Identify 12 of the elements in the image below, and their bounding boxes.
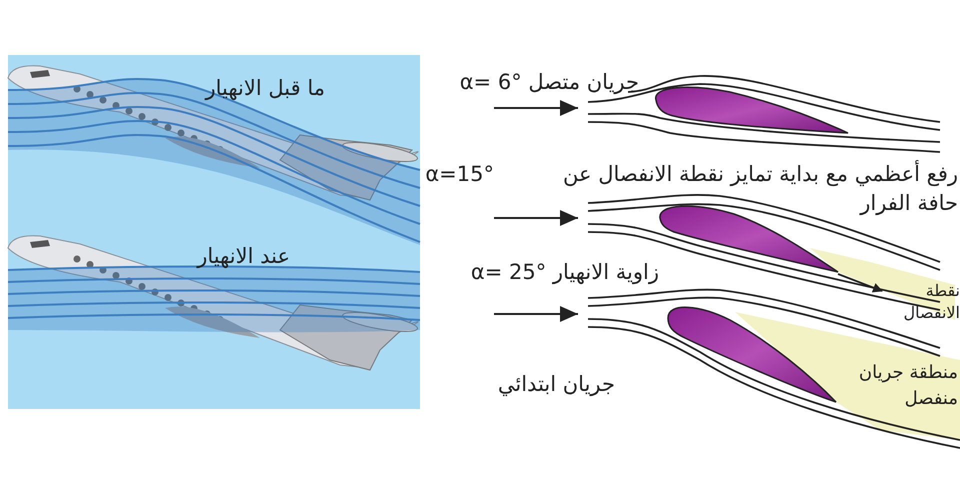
region-label: منطقة جريان منفصل (858, 361, 958, 411)
callout-label: نقطة الانفصال (884, 280, 960, 328)
caption-label: عند الانهيار (195, 243, 290, 270)
angle-label: جريان متصل α= 6° (458, 69, 639, 96)
leader-arrow (838, 273, 883, 292)
angle-label: زاوية الانهيار α= 25° (470, 259, 659, 286)
caption-label: ما قبل الانهيار (204, 75, 325, 102)
description-label: رفع أعظمي مع بداية تمايز نقطة الانفصال عن حافة الفرار (562, 160, 958, 218)
caption-label: جريان ابتدائي (496, 371, 615, 398)
airfoil (666, 304, 838, 404)
airfoil (654, 86, 850, 136)
angle-label: α=15° (424, 161, 494, 188)
